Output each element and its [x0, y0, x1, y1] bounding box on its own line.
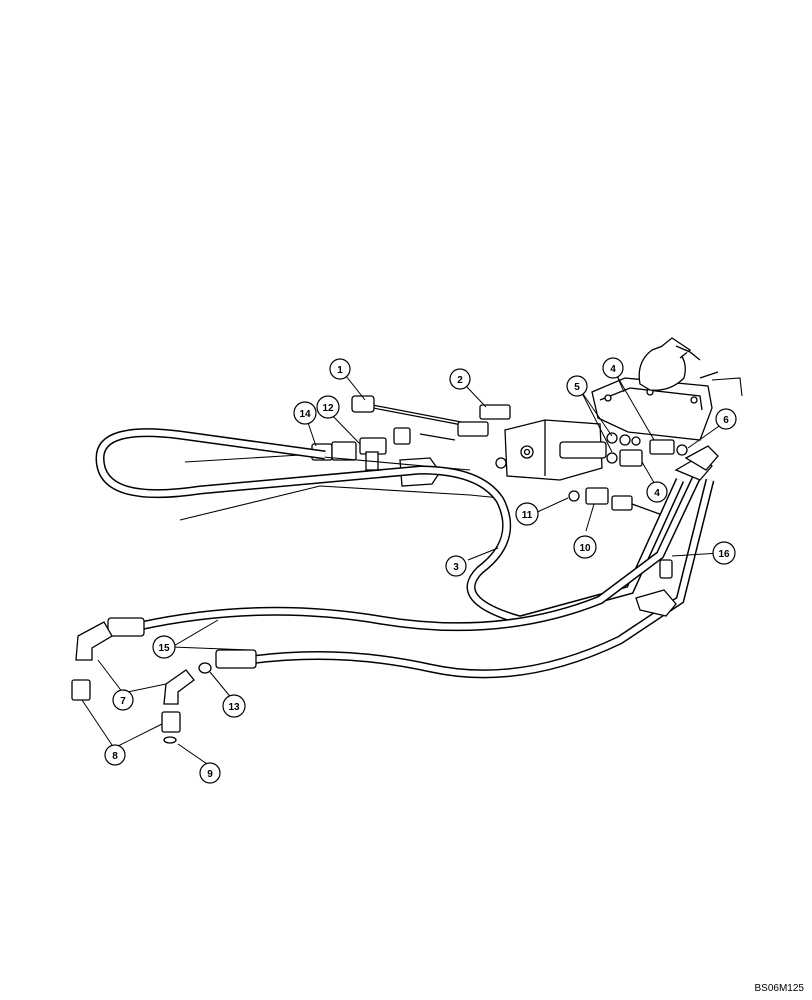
svg-text:16: 16 — [718, 549, 730, 560]
hoses-15 — [139, 468, 715, 679]
callout-4-bottom: 4 — [646, 481, 668, 503]
leader-lines — [81, 375, 723, 767]
svg-text:9: 9 — [207, 769, 213, 780]
svg-text:4: 4 — [654, 488, 660, 499]
hose-3 — [95, 428, 685, 625]
callout-7: 7 — [112, 689, 134, 711]
callout-10: 10 — [573, 535, 597, 559]
svg-text:4: 4 — [610, 364, 616, 375]
svg-text:3: 3 — [453, 562, 459, 573]
callout-11: 11 — [515, 502, 539, 526]
callout-8: 8 — [104, 744, 126, 766]
svg-text:14: 14 — [299, 409, 311, 420]
callout-13: 13 — [222, 694, 246, 718]
hose-fittings — [71, 445, 719, 744]
svg-text:6: 6 — [723, 415, 729, 426]
callout-15: 15 — [152, 635, 176, 659]
callout-4-top: 4 — [602, 357, 624, 379]
callout-3: 3 — [445, 555, 467, 577]
callout-14: 14 — [293, 401, 317, 425]
callout-6: 6 — [715, 408, 737, 430]
callout-12: 12 — [316, 395, 340, 419]
svg-text:11: 11 — [522, 510, 533, 521]
figure-code: BS06M125 — [754, 983, 804, 994]
svg-text:10: 10 — [579, 543, 591, 554]
callout-1: 1 — [329, 358, 351, 380]
svg-text:1: 1 — [337, 365, 343, 376]
control-valve-assembly — [495, 337, 719, 517]
callout-9: 9 — [199, 762, 221, 784]
svg-text:2: 2 — [457, 375, 463, 386]
callout-5: 5 — [566, 375, 588, 397]
svg-text:5: 5 — [574, 382, 580, 393]
callouts: 1 2 3 4 4 5 6 7 8 9 10 11 12 13 14 15 16 — [104, 357, 737, 784]
svg-text:8: 8 — [112, 751, 118, 762]
svg-text:13: 13 — [228, 702, 240, 713]
svg-text:12: 12 — [322, 403, 334, 414]
callout-16: 16 — [712, 541, 736, 565]
svg-text:7: 7 — [120, 696, 126, 707]
svg-text:15: 15 — [158, 643, 170, 654]
callout-2: 2 — [449, 368, 471, 390]
